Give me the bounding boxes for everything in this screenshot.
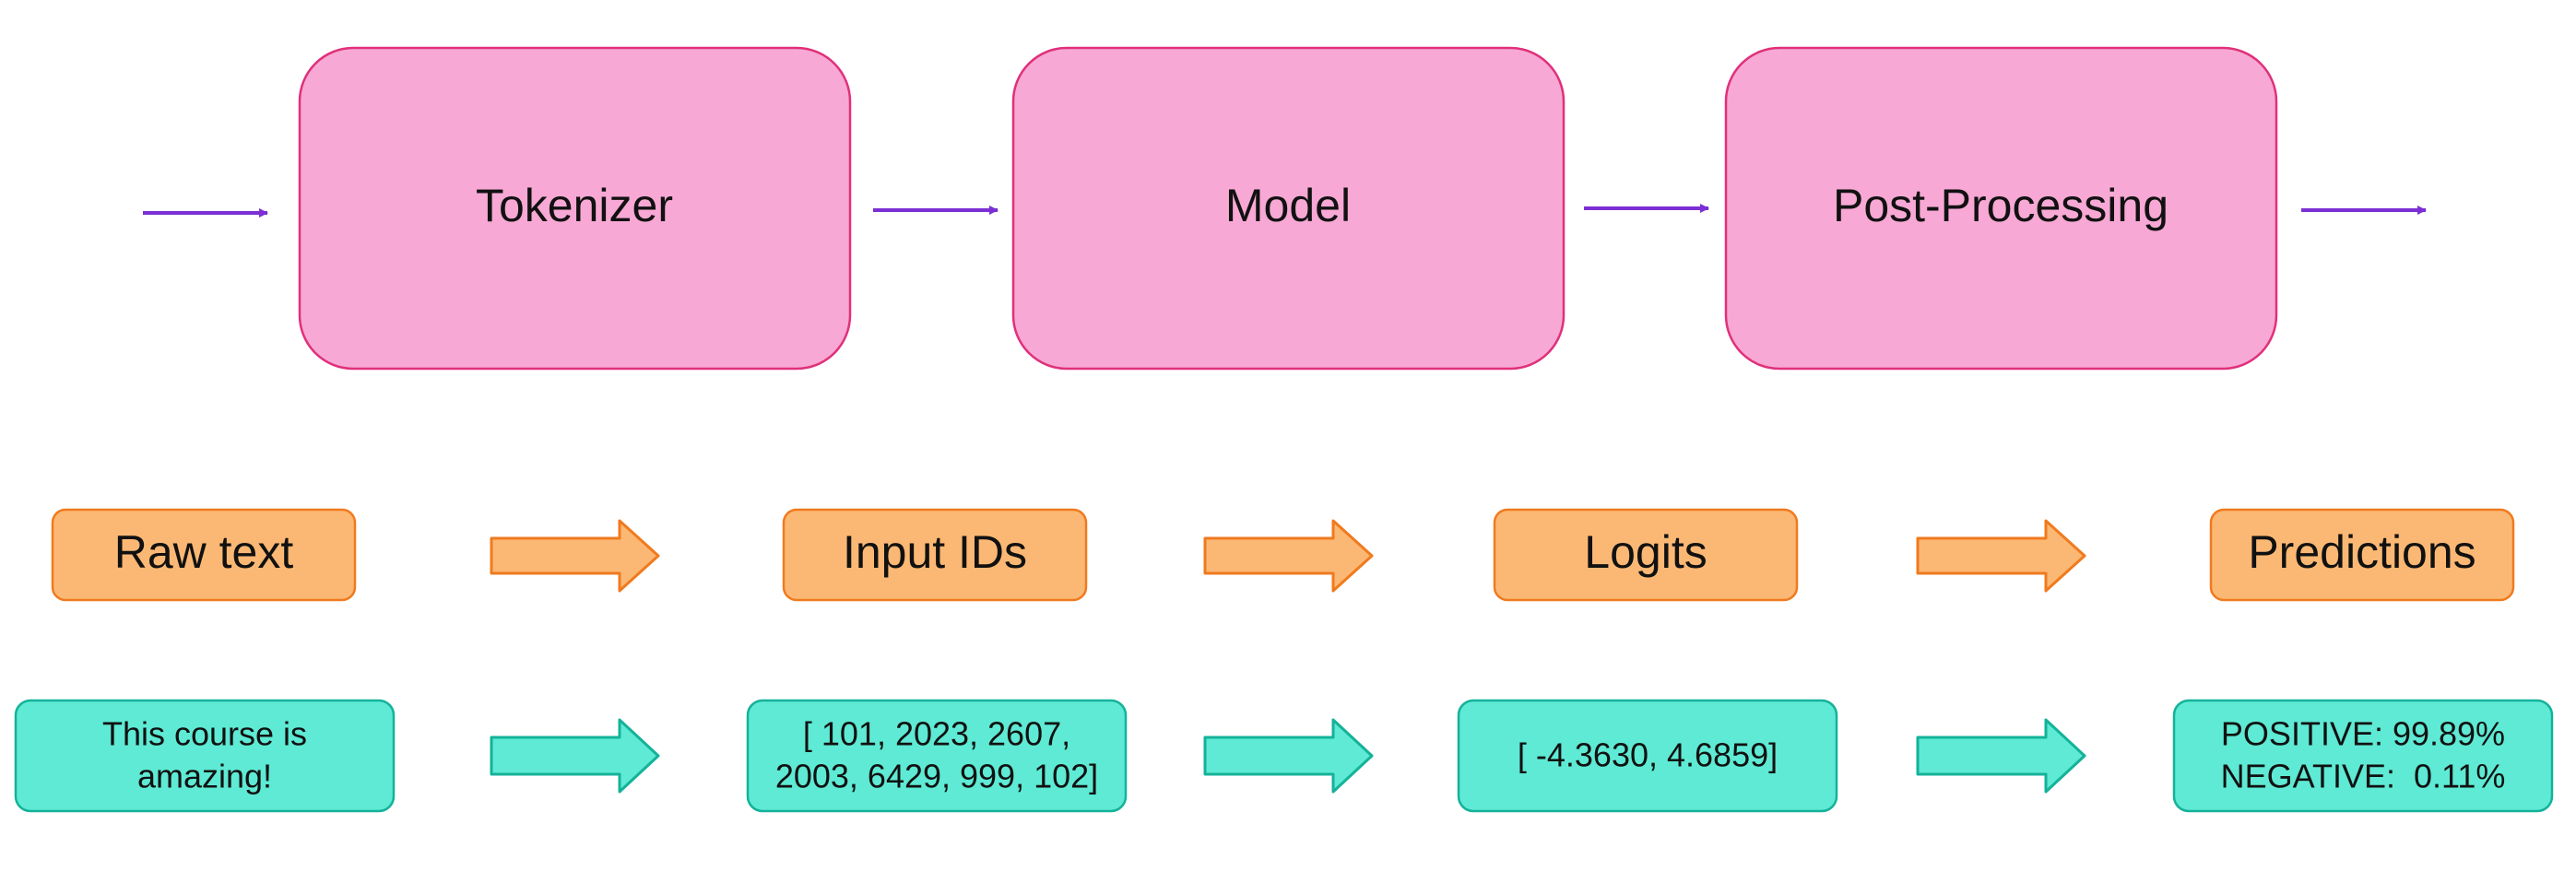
type-label-logits: Logits (1584, 526, 1707, 578)
example-raw-text-line-1: This course is (102, 715, 307, 753)
block-arrow-orange-2 (1203, 519, 1374, 593)
stage-label-post-processing: Post-Processing (1833, 180, 2168, 231)
type-label-raw-text: Raw text (114, 526, 294, 578)
types-row: Raw text Input IDs Logits Predictions (51, 508, 2515, 602)
example-box-logits: [ -4.3630, 4.6859] (1457, 699, 1838, 813)
type-label-predictions: Predictions (2248, 526, 2476, 578)
examples-row: This course is amazing! [ 101, 2023, 260… (14, 699, 2554, 813)
example-box-input-ids: [ 101, 2023, 2607, 2003, 6429, 999, 102] (746, 699, 1128, 813)
stage-box-model: Model (1011, 46, 1566, 371)
stage-label-model: Model (1225, 180, 1351, 231)
pipeline-row: Tokenizer Model Post-Processing (143, 46, 2427, 371)
type-box-raw-text: Raw text (51, 508, 357, 602)
type-box-logits: Logits (1493, 508, 1799, 602)
block-arrow-teal-2 (1203, 718, 1374, 794)
example-predictions-line-2: NEGATIVE: 0.11% (2221, 758, 2506, 795)
example-logits-line-1: [ -4.3630, 4.6859] (1518, 736, 1778, 774)
stage-box-tokenizer: Tokenizer (298, 46, 852, 371)
block-arrow-orange-1 (490, 519, 660, 593)
stage-label-tokenizer: Tokenizer (476, 180, 673, 231)
example-raw-text-line-2: amazing! (137, 758, 272, 795)
block-arrow-teal-3 (1916, 718, 2086, 794)
block-arrow-teal-1 (490, 718, 660, 794)
example-box-raw-text: This course is amazing! (14, 699, 396, 813)
type-label-input-ids: Input IDs (843, 526, 1027, 578)
example-input-ids-line-1: [ 101, 2023, 2607, (803, 715, 1070, 753)
example-predictions-line-1: POSITIVE: 99.89% (2221, 715, 2505, 753)
example-input-ids-line-2: 2003, 6429, 999, 102] (775, 758, 1098, 795)
example-box-predictions: POSITIVE: 99.89% NEGATIVE: 0.11% (2172, 699, 2554, 813)
type-box-input-ids: Input IDs (782, 508, 1088, 602)
type-box-predictions: Predictions (2209, 508, 2515, 602)
stage-box-post-processing: Post-Processing (1724, 46, 2278, 371)
block-arrow-orange-3 (1916, 519, 2086, 593)
